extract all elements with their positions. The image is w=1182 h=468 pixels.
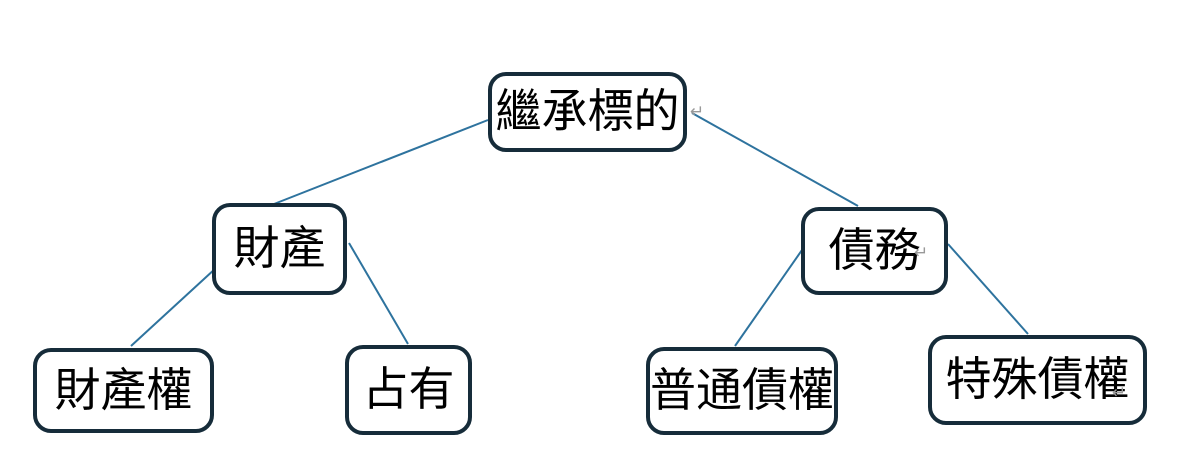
node-property[interactable]: 財產 [212,203,347,295]
node-special-claims[interactable]: 特殊債權 [928,335,1147,425]
node-property-rights[interactable]: 財產權 [33,348,214,433]
node-special-claims-label: 特殊債權 [945,354,1130,405]
connector-root-to-debt [691,112,859,207]
node-ordinary-claims[interactable]: 普通債權 [646,347,838,435]
connector-property-to-possession [348,242,409,345]
return-mark-icon: ↵ [914,243,929,263]
return-mark-icon: ↵ [1112,383,1127,403]
node-inheritance-subject[interactable]: 繼承標的 [488,72,687,152]
node-debt[interactable]: 債務 [801,207,948,295]
node-property-rights-label: 財產權 [54,364,193,416]
node-ordinary-claims-label: 普通債權 [650,365,834,416]
connector-debt-to-ordinary-claims [734,249,803,347]
node-possession[interactable]: 占有 [345,345,472,435]
connector-property-to-property-rights [130,267,217,347]
return-mark-icon: ↵ [690,102,705,122]
node-debt-label: 債務 [828,225,921,276]
connector-root-to-property [273,119,489,205]
node-inheritance-subject-label: 繼承標的 [495,86,680,137]
node-property-label: 財產 [233,223,326,274]
node-possession-label: 占有 [362,364,455,415]
connector-debt-to-special-claims [947,243,1029,335]
